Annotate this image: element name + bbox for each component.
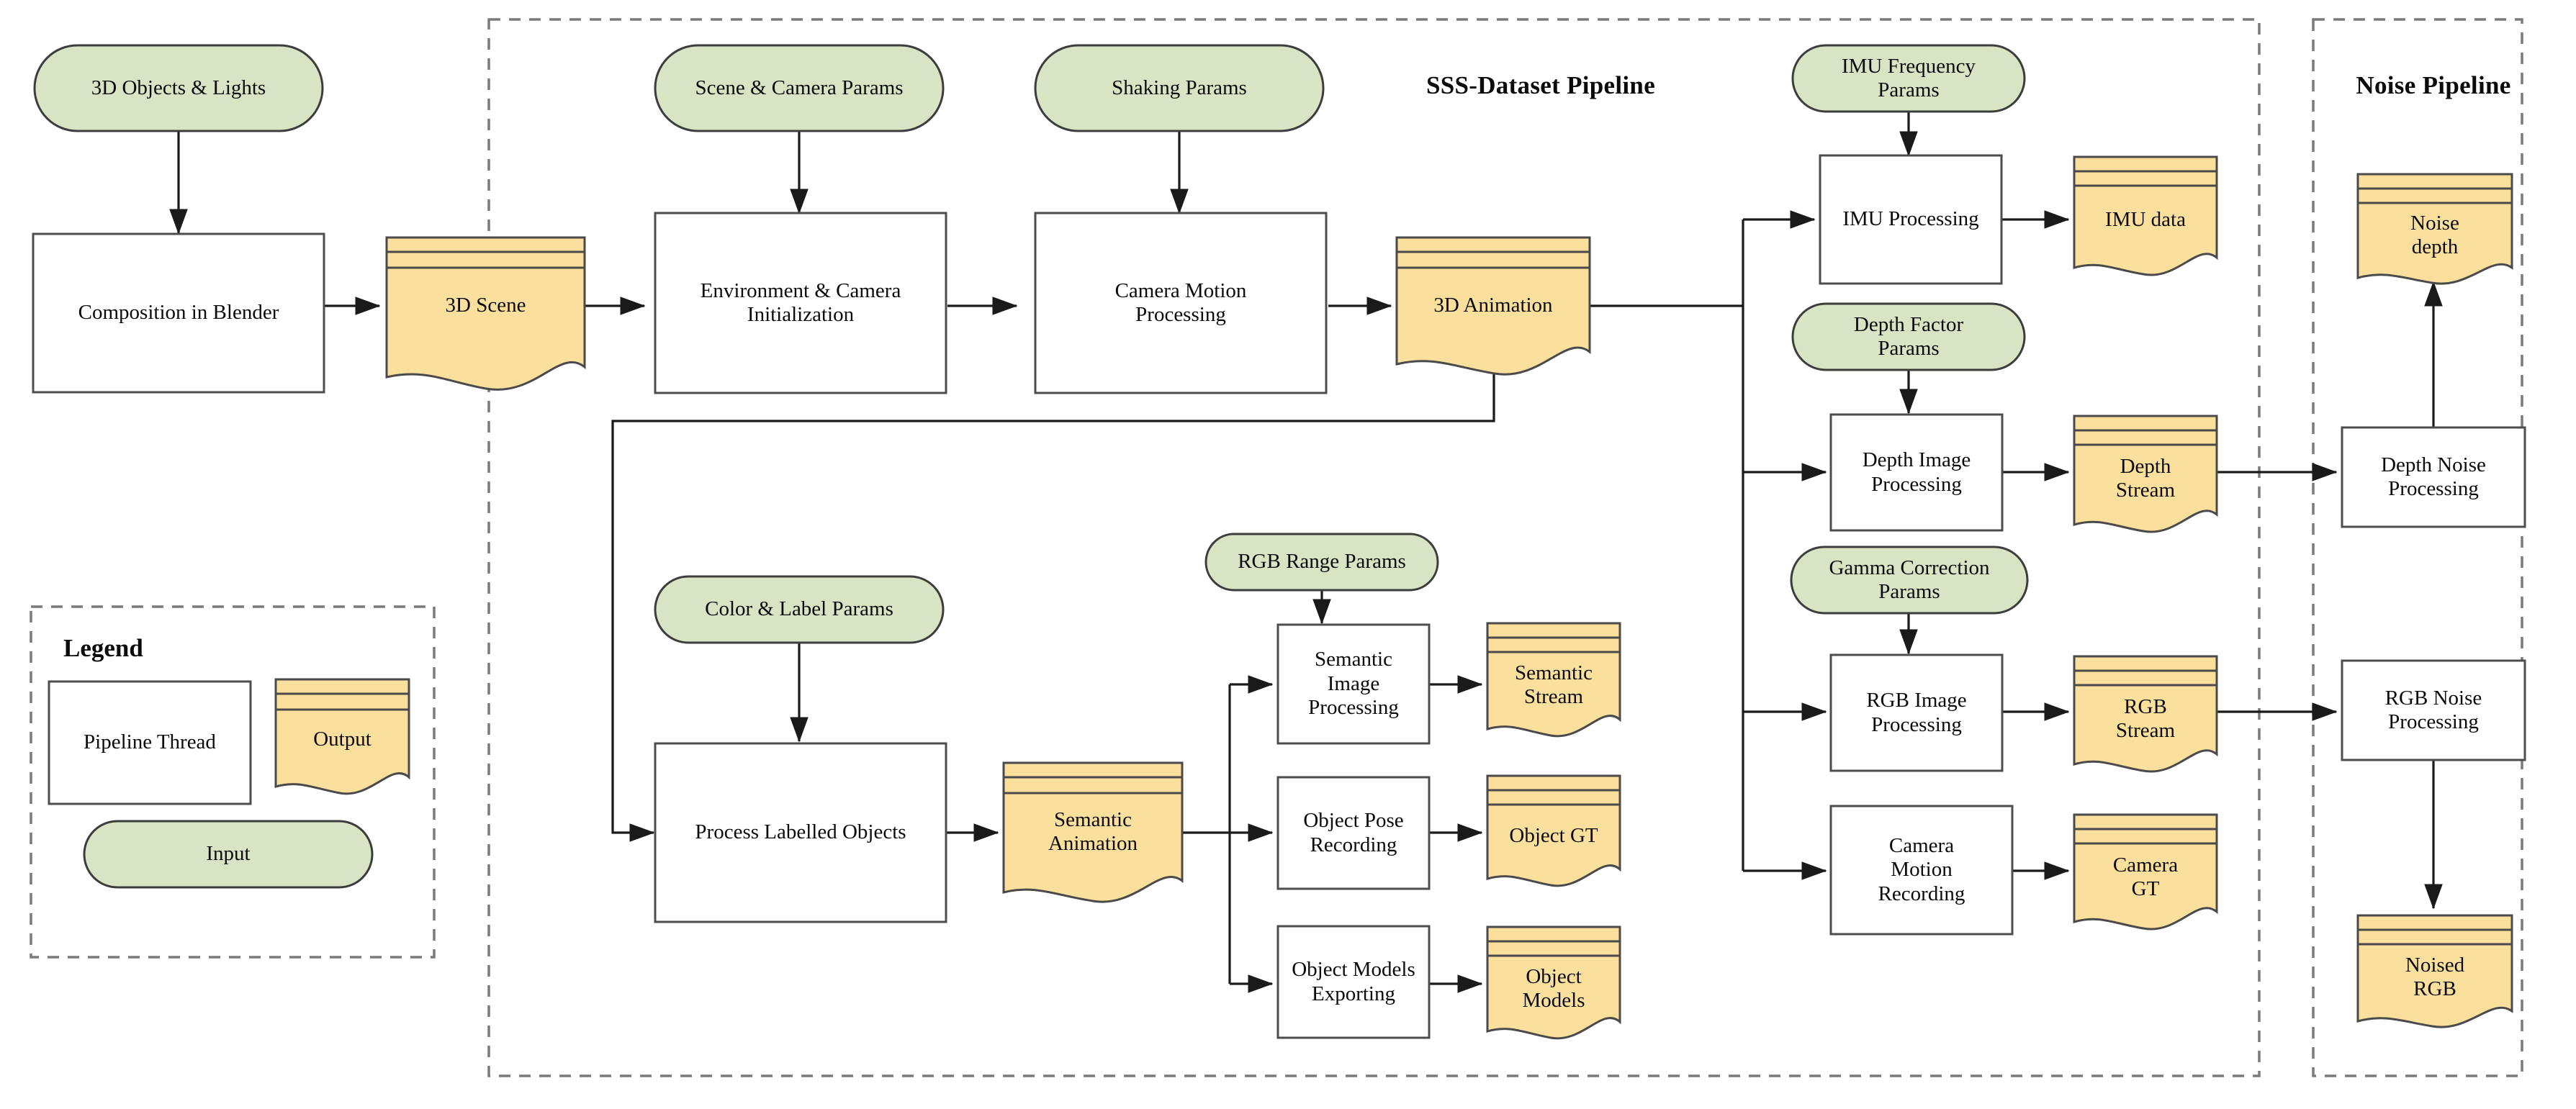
- hit-o-noised-rgb[interactable]: [2358, 915, 2512, 1023]
- node-p_env_init[interactable]: [654, 212, 947, 394]
- node-in_scene_cam[interactable]: [654, 44, 945, 132]
- hit-p-depth-noise-processing[interactable]: [2342, 427, 2525, 527]
- hit-o-object-models[interactable]: [1487, 927, 1620, 1035]
- hit-p-object-pose-recording[interactable]: [1278, 777, 1429, 889]
- node-p_obj_pose[interactable]: [1276, 776, 1431, 890]
- hit-p-process-labelled-objects[interactable]: [655, 743, 946, 922]
- hit-p-imu-processing[interactable]: [1820, 155, 2001, 284]
- node-o_depth_stream[interactable]: [2073, 415, 2218, 533]
- hit-p-semantic-image-processing[interactable]: [1278, 625, 1429, 743]
- hit-in-color-label-params[interactable]: [655, 576, 943, 643]
- node-p_imu[interactable]: [1819, 154, 2003, 285]
- hit-p-camera-motion-recording[interactable]: [1831, 806, 2012, 934]
- hit-o-camera-gt[interactable]: [2074, 815, 2217, 928]
- node-in_objects[interactable]: [33, 44, 324, 132]
- hit-p-object-models-exporting[interactable]: [1278, 926, 1429, 1038]
- hit-p-camera-motion-processing[interactable]: [1035, 213, 1326, 393]
- node-in_color_label[interactable]: [654, 575, 945, 644]
- node-o_obj_gt[interactable]: [1486, 774, 1621, 887]
- node-p_sem_img[interactable]: [1276, 623, 1431, 745]
- hit-in-scene-camera-params[interactable]: [655, 45, 943, 131]
- node-o_obj_models[interactable]: [1486, 925, 1621, 1040]
- legend-process-swatch: [48, 680, 252, 805]
- hit-o-semantic-animation[interactable]: [1004, 763, 1182, 901]
- hit-in-3d-objects-and-lights[interactable]: [35, 45, 323, 131]
- hit-in-shaking-params[interactable]: [1035, 45, 1323, 131]
- group-legend-border: [30, 605, 436, 959]
- group-sss-dataset-pipeline-border: [487, 18, 2261, 1077]
- node-o_rgb_stream[interactable]: [2073, 655, 2218, 773]
- hit-o-3d-scene[interactable]: [387, 237, 585, 381]
- hit-o-semantic-stream[interactable]: [1487, 623, 1620, 733]
- node-p_composition[interactable]: [32, 232, 325, 394]
- node-in_imu_freq[interactable]: [1791, 44, 2026, 113]
- node-o_noised_rgb[interactable]: [2356, 914, 2513, 1028]
- node-in_gamma[interactable]: [1790, 546, 2029, 615]
- node-in_shaking[interactable]: [1034, 44, 1325, 132]
- node-p_depth_img[interactable]: [1829, 413, 2004, 532]
- hit-in-rgb-range-params[interactable]: [1206, 534, 1438, 590]
- node-p_obj_models[interactable]: [1276, 925, 1431, 1039]
- hit-p-depth-image-processing[interactable]: [1831, 415, 2002, 530]
- hit-in-depth-factor-params[interactable]: [1793, 304, 2025, 370]
- node-p_cam_rec[interactable]: [1829, 805, 2014, 936]
- hit-p-environment-camera-initialization[interactable]: [655, 213, 946, 393]
- hit-in-imu-frequency-params[interactable]: [1793, 45, 2025, 112]
- hit-o-object-gt[interactable]: [1487, 776, 1620, 882]
- node-p_rgb_noise[interactable]: [2341, 659, 2526, 761]
- node-o_sem_anim[interactable]: [1002, 761, 1184, 903]
- edge-3danim-to-labelled: [611, 358, 1495, 842]
- group-noise-pipeline-border: [2312, 18, 2523, 1077]
- hit-p-composition-in-blender[interactable]: [33, 234, 324, 392]
- hit-o-3d-animation[interactable]: [1397, 237, 1590, 374]
- hit-p-rgb-image-processing[interactable]: [1831, 655, 2002, 771]
- node-p_depth_noise[interactable]: [2341, 426, 2526, 528]
- hit-p-rgb-noise-processing[interactable]: [2342, 661, 2525, 760]
- node-in_depth_factor[interactable]: [1791, 302, 2026, 371]
- node-o_cam_gt[interactable]: [2073, 813, 2218, 931]
- hit-in-gamma-correction-params[interactable]: [1791, 547, 2027, 613]
- node-o_noise_depth[interactable]: [2356, 173, 2513, 285]
- node-o_3dscene[interactable]: [385, 236, 586, 391]
- node-p_rgb_img[interactable]: [1829, 653, 2004, 772]
- legend-output-swatch: [274, 678, 410, 795]
- hit-o-imu-data[interactable]: [2074, 157, 2217, 272]
- node-o_sem_stream[interactable]: [1486, 622, 1621, 738]
- legend-input-swatch: [83, 820, 374, 889]
- node-o_3danim[interactable]: [1395, 236, 1591, 376]
- node-in_rgb_range[interactable]: [1204, 533, 1439, 592]
- hit-o-rgb-stream[interactable]: [2074, 656, 2217, 770]
- hit-o-depth-stream[interactable]: [2074, 416, 2217, 530]
- node-o_imu_data[interactable]: [2073, 155, 2218, 276]
- hit-o-noise-depth[interactable]: [2358, 174, 2512, 281]
- node-p_cam_motion[interactable]: [1034, 212, 1328, 394]
- node-p_labelled[interactable]: [654, 742, 947, 923]
